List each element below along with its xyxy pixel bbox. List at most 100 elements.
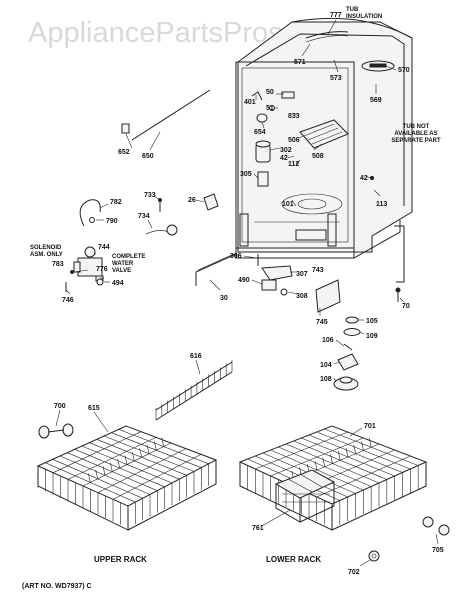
label-308: 308 <box>296 293 308 300</box>
rack-tine <box>368 438 372 448</box>
leader-lines <box>55 19 439 567</box>
label-50: 50 <box>266 89 274 96</box>
tub-leg-left <box>239 213 249 247</box>
dispenser-506 <box>299 119 349 149</box>
label-30: 30 <box>220 295 228 302</box>
label-744: 744 <box>98 244 110 251</box>
label-790: 790 <box>106 218 118 225</box>
rack-tine <box>330 454 333 464</box>
label-705: 705 <box>432 547 444 554</box>
element-30 <box>195 253 237 286</box>
note-tub-not-available-line2: AVAILABLE AS <box>394 131 437 137</box>
label-51: 51 <box>266 105 274 112</box>
label-106: 106 <box>322 337 334 344</box>
label-733: 733 <box>144 192 156 199</box>
label-654: 654 <box>254 129 266 136</box>
screw-70-head <box>395 287 401 293</box>
rack-tine <box>146 444 150 454</box>
label-746: 746 <box>62 297 74 304</box>
label-101: 101 <box>282 201 294 208</box>
tub-leg-rear <box>394 225 405 283</box>
note-water-valve-line2: WATER <box>112 261 134 267</box>
dispenser-grille <box>303 123 343 145</box>
label-490: 490 <box>238 277 250 284</box>
label-777: 777 <box>330 12 342 19</box>
tub-insulation-edge <box>305 35 349 43</box>
rack-tine <box>124 455 128 465</box>
label-508: 508 <box>312 153 324 160</box>
rack-tine <box>139 448 142 458</box>
note-solenoid-line2: ASM. ONLY <box>30 252 63 258</box>
tub-leg-right <box>327 213 337 247</box>
rack-wire <box>67 437 157 480</box>
label-650: 650 <box>142 153 154 160</box>
tub-front-frame <box>235 61 355 249</box>
part-490 <box>261 279 277 291</box>
label-305: 305 <box>240 171 252 178</box>
seal-650 <box>131 89 211 141</box>
rack-tine <box>314 460 318 471</box>
label-782: 782 <box>110 199 122 206</box>
label-70: 70 <box>402 303 410 310</box>
wheel-705 <box>422 516 450 536</box>
clip-652 <box>121 123 130 134</box>
label-113: 113 <box>376 201 387 208</box>
label-701: 701 <box>364 423 376 430</box>
part-654 <box>256 113 268 123</box>
label-307: 307 <box>296 271 308 278</box>
label-42b: 42 <box>360 175 368 182</box>
water-valve-744 <box>70 246 104 282</box>
hub-108-top <box>339 376 353 384</box>
label-783: 783 <box>52 261 64 268</box>
fan-302-top <box>255 140 271 148</box>
switch-26 <box>203 193 219 211</box>
label-570: 570 <box>398 67 410 74</box>
rack-tine <box>132 451 135 461</box>
rack-wire <box>255 431 348 470</box>
label-616: 616 <box>190 353 202 360</box>
note-water-valve-line1: COMPLETE <box>112 254 145 260</box>
label-26: 26 <box>188 197 196 204</box>
rack-tine <box>361 441 364 451</box>
tub-inner-top <box>245 33 393 67</box>
label-615: 615 <box>88 405 100 412</box>
valve-inlet <box>73 261 81 273</box>
bracket-50 <box>281 91 295 99</box>
part-308 <box>280 288 288 296</box>
fitting-494 <box>96 278 104 286</box>
vent-570-slot <box>369 63 387 68</box>
tub-sump <box>281 193 343 215</box>
bracket-307 <box>261 265 293 281</box>
rack-wire <box>52 431 142 473</box>
roller-700 <box>38 423 74 439</box>
label-745: 745 <box>316 319 328 326</box>
rack-tine <box>322 457 326 467</box>
valve-solenoid <box>84 246 96 258</box>
label-401: 401 <box>244 99 256 106</box>
label-302: 302 <box>280 147 292 154</box>
label-506: 506 <box>288 137 300 144</box>
part-labels: 777 571 573 570 569 50 401 51 833 654 50… <box>52 12 444 576</box>
label-306: 306 <box>230 253 242 260</box>
label-700: 700 <box>54 403 66 410</box>
label-112: 112 <box>288 161 299 168</box>
label-571: 571 <box>294 59 306 66</box>
screw-783 <box>70 270 74 274</box>
tub-sump-inner <box>297 198 327 210</box>
rack-tine <box>88 473 91 483</box>
clamp-790 <box>89 217 95 223</box>
label-108: 108 <box>320 376 332 383</box>
label-42a: 42 <box>280 155 288 162</box>
label-109: 109 <box>366 333 378 340</box>
washer-105 <box>345 316 359 324</box>
rack-tine <box>337 451 341 461</box>
rack-tine <box>110 462 113 472</box>
tub-bottom-side <box>353 220 401 259</box>
label-702: 702 <box>348 569 360 576</box>
label-573: 573 <box>330 75 342 82</box>
coil-734 <box>166 224 178 236</box>
rack-wire <box>270 437 364 477</box>
tub-front-inner <box>241 67 349 243</box>
note-water-valve-line3: VALVE <box>112 268 131 274</box>
label-734: 734 <box>138 213 150 220</box>
